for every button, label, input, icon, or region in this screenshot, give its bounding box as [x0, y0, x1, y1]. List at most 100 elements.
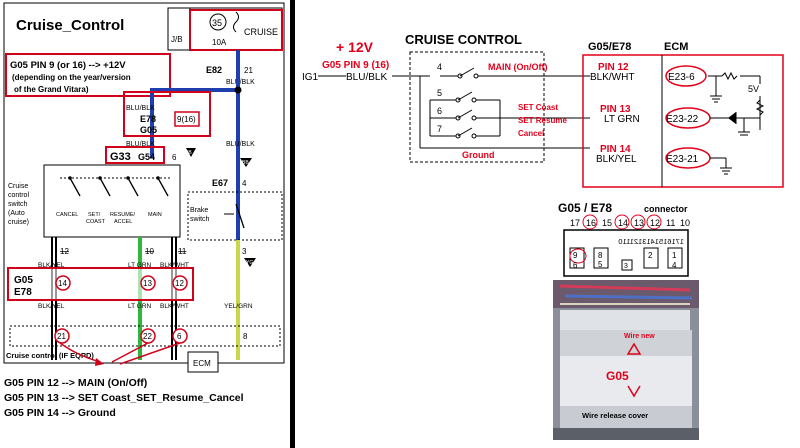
- pin9-note: G05 PIN 9 (or 16) --> +12V (depending on…: [5, 53, 171, 97]
- pin-14: 14: [58, 279, 67, 288]
- switch-title-4: (Auto: [8, 210, 25, 217]
- pin-12a: 12: [60, 247, 69, 256]
- fuse-rating: 10A: [212, 38, 227, 47]
- pin9-note-main: G05 PIN 9 (or 16) --> +12V: [10, 60, 126, 71]
- rp-6: 6: [437, 106, 442, 116]
- rp-ecm: ECM: [664, 41, 688, 53]
- e78-label: E78: [140, 114, 156, 124]
- ecm-pin-6: 6: [177, 332, 182, 341]
- e67-label: E67: [212, 178, 228, 188]
- cruise-switch-box: Cruise control switch (Auto cruise) CANC…: [8, 164, 181, 238]
- cruise-title: CRUISE CONTROL: [405, 32, 522, 47]
- sw-resume-1: RESUME/: [110, 212, 136, 218]
- brake-1: Brake: [190, 207, 208, 214]
- conn-p1: 1: [672, 251, 677, 260]
- switch-title-3: switch: [8, 201, 28, 208]
- bottom-line-3: G05 PIN 14 --> Ground: [4, 407, 116, 419]
- g05-label: G05: [140, 125, 157, 135]
- right-panel: + 12V G05 PIN 9 (16) CRUISE CONTROL IG1 …: [302, 32, 784, 440]
- switch-title-2: control: [8, 192, 29, 199]
- g54-pin: 6: [172, 153, 177, 162]
- pin9-note-sub2: of the Grand Vitara): [14, 85, 89, 94]
- wire-ltgrn: LT GRN: [128, 262, 152, 269]
- wire2-ltgrn: LT GRN: [128, 303, 152, 310]
- conn-pin-label: 14: [618, 218, 628, 228]
- yg-tag: YG: [246, 260, 253, 266]
- g54-label: G54: [138, 152, 155, 162]
- ecm-box: ECM: [193, 359, 211, 368]
- g05-bottom: G05: [14, 275, 33, 286]
- pin-13: 13: [143, 279, 152, 288]
- cruise-if-eqpd: Cruise control (IF EQPD): [6, 351, 94, 360]
- wire-blublk-low: BLU/BLK: [126, 141, 155, 148]
- conn-p2: 2: [648, 251, 653, 260]
- conn-title: G05 / E78: [558, 201, 612, 215]
- g33-label: G33: [110, 151, 131, 163]
- pin-12: 12: [175, 279, 184, 288]
- rp-7: 7: [437, 124, 442, 134]
- conn-pin-label: 16: [586, 218, 596, 228]
- rp-e23-21: E23-21: [666, 154, 699, 165]
- rp-e23-22: E23-22: [666, 114, 699, 125]
- wire-blublk-right: BLU/BLK: [226, 141, 255, 148]
- sw-cancel: CANCEL: [56, 212, 78, 218]
- wire2-blkyel: BLK/YEL: [38, 303, 65, 310]
- rp-wire14: BLK/YEL: [596, 154, 637, 165]
- rp-5: 5: [437, 88, 442, 98]
- conn-p4: 4: [672, 261, 677, 270]
- conn-pin-label: 10: [680, 218, 690, 228]
- wire-blkyel: BLK/YEL: [38, 262, 65, 269]
- rp-pin12: PIN 12: [598, 62, 629, 73]
- brake-2: switch: [190, 216, 210, 223]
- sw-set-1: SET/: [88, 212, 101, 218]
- sw-set-2: COAST: [86, 219, 106, 225]
- left-panel: Cruise_Control J/B 35 CRUISE 10A G05 PIN…: [0, 0, 290, 448]
- conn-sub: connector: [644, 204, 688, 214]
- photo-g05: G05: [606, 369, 629, 383]
- sw-main: MAIN: [148, 212, 162, 218]
- e82-label: E82: [206, 65, 222, 75]
- photo-wire-new: Wire new: [624, 333, 655, 340]
- rp-5v: 5V: [748, 84, 759, 94]
- photo-release: Wire release cover: [582, 411, 648, 420]
- conn-p8: 8: [598, 251, 603, 260]
- wire-blublk-top: BLU/BLK: [226, 79, 255, 86]
- pin-10a: 10: [145, 247, 154, 256]
- switch-title-5: cruise): [8, 219, 29, 226]
- wire2-yelgrn: YEL/GRN: [224, 303, 253, 310]
- rp-cancel: Cancel: [518, 129, 544, 138]
- rp-wire13: LT GRN: [604, 114, 640, 125]
- rp-g05e78: G05/E78: [588, 41, 631, 53]
- rp-4: 4: [437, 62, 442, 72]
- rp-main: MAIN (On/Off): [488, 62, 547, 72]
- e67-pin: 4: [242, 179, 247, 188]
- conn-mirror-row: 1716151413121110: [618, 237, 684, 246]
- conn-p9: 9: [573, 251, 578, 260]
- blu-blk: BLU/BLK: [346, 72, 387, 83]
- pin9-note-sub1: (depending on the year/version: [12, 73, 131, 82]
- rp-set-resume: SET Resume: [518, 116, 567, 125]
- conn-pin-label: 17: [570, 218, 580, 228]
- bottom-line-2: G05 PIN 13 --> SET Coast_SET_Resume_Canc…: [4, 392, 244, 404]
- rp-wire12: BLK/WHT: [590, 72, 634, 83]
- conn-pin-label: 12: [650, 218, 660, 228]
- conn-p3: 3: [624, 263, 628, 270]
- rp-pin13: PIN 13: [600, 104, 631, 115]
- switch-title-1: Cruise: [8, 183, 28, 190]
- rp-pin14: PIN 14: [600, 144, 631, 155]
- wire-blkwht: BLK/WHT: [160, 262, 189, 269]
- pin-3: 3: [242, 247, 247, 256]
- rp-set-coast: SET Coast: [518, 103, 558, 112]
- g05-pin9: G05 PIN 9 (16): [322, 60, 389, 71]
- pin-9-16: 9(16): [177, 115, 196, 124]
- panel-divider: [290, 0, 295, 448]
- bottom-line-1: G05 PIN 12 --> MAIN (On/Off): [4, 377, 147, 389]
- wire-blublk-mid: BLU/BLK: [126, 105, 155, 112]
- conn-p5: 5: [598, 260, 603, 269]
- e78-bottom: E78: [14, 287, 32, 298]
- rp-ground: Ground: [462, 150, 495, 160]
- bb-top: BB: [185, 150, 192, 156]
- ecm-pin-21: 21: [57, 332, 66, 341]
- sw-resume-2: ACCEL: [114, 219, 132, 225]
